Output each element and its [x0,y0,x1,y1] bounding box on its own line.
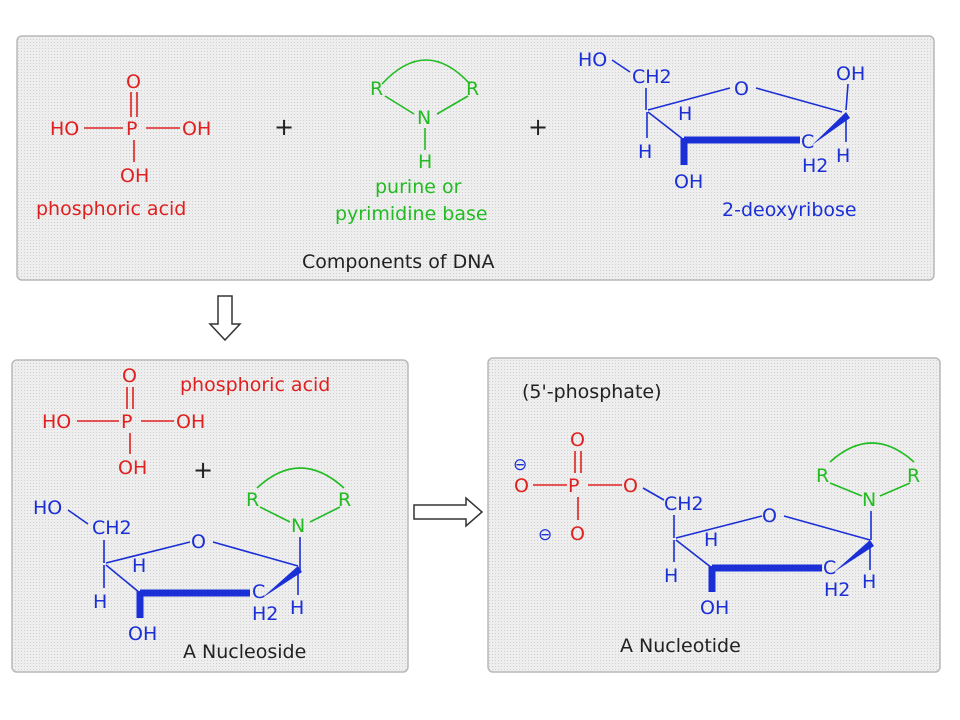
n-phosphate-o-top: O [122,365,137,387]
plus-sign-2: + [528,113,548,141]
base-r-right: R [466,78,479,100]
ns-h-inner: H [132,555,146,577]
nucleotide-caption: A Nucleotide [620,635,741,657]
sugar-oh-right: OH [836,63,865,85]
nt-n: N [862,489,876,511]
nucleoside-phosphoric-label: phosphoric acid [180,374,330,396]
nt-r-left: R [816,465,829,487]
nucleoside-structure: R R N HO CH2 O H H OH C H2 H [33,467,351,645]
ns-h-right: H [290,597,304,619]
sugar-h-right: H [836,145,850,167]
nt-ring-o: O [762,505,777,527]
n-phosphate-p: P [121,411,132,433]
nucleoside-panel-bg [11,359,409,673]
sugar-h2: H2 [802,155,828,177]
nt-minus-charge-1: ⊖ [513,455,527,475]
phosphate-ho-left: HO [50,118,79,140]
nt-h-left: H [664,565,678,587]
nt-p: P [568,475,579,497]
n-phosphate-ho: HO [42,411,71,433]
ns-r-left: R [246,489,259,511]
nt-r-right: R [907,465,920,487]
phosphate-oh-bottom: OH [120,165,149,187]
nt-o-top: O [570,429,585,451]
components-caption: Components of DNA [302,251,494,273]
components-panel: O HO P OH OH phosphoric acid + R R N H p… [16,35,935,281]
nt-h-right: H [862,571,876,593]
base-h: H [418,151,432,173]
base-n: N [417,107,431,129]
deoxyribose-label: 2-deoxyribose [722,199,857,221]
sugar-ring-o: O [734,78,749,100]
nucleotide-panel: (5'-phosphate) O ⊖ O P O ⊖ O R R N [487,357,941,673]
plus-sign-1: + [274,113,294,141]
nucleoside-phosphoric-acid: O HO P OH OH phosphoric acid [42,365,330,479]
ns-r-right: R [338,489,351,511]
sugar-c: C [801,131,814,153]
nucleoside-caption: A Nucleoside [183,641,306,663]
phosphate-o-top: O [126,71,141,93]
right-arrow-icon [413,496,484,528]
ns-n: N [291,515,305,537]
down-arrow-icon [208,295,242,342]
nt-ch2: CH2 [664,493,704,515]
nucleoside-panel: O HO P OH OH phosphoric acid + R R N HO [11,359,409,673]
ns-ho: HO [33,497,62,519]
n-phosphate-oh-right: OH [176,411,205,433]
ns-c: C [252,581,265,603]
deoxyribose-structure: HO CH2 O OH H H OH C H2 H 2-deoxyribose [578,49,865,221]
base-structure: R R N H purine or pyrimidine base [335,59,488,225]
nt-o-left: O [514,475,529,497]
nt-o-bottom: O [570,523,585,545]
sugar-h-left: H [638,141,652,163]
base-label-line1: purine or [375,176,462,198]
ns-oh: OH [128,623,157,645]
nt-o-bridge: O [623,475,638,497]
nt-oh: OH [700,597,729,619]
nt-c: C [823,557,836,579]
nucleotide-phosphate: O ⊖ O P O ⊖ O [513,429,665,545]
components-panel-bg [16,35,935,281]
sugar-ch2: CH2 [632,66,672,88]
ns-h2: H2 [252,603,278,625]
phosphate-p: P [126,118,137,140]
phosphate-oh-right: OH [182,118,211,140]
ns-ring-o: O [191,531,206,553]
sugar-h-inner: H [678,103,692,125]
nt-h2: H2 [824,579,850,601]
phosphoric-acid-structure: O HO P OH OH phosphoric acid [36,71,211,220]
ns-ch2: CH2 [92,517,132,539]
sugar-oh-bottom: OH [674,171,703,193]
base-r-left: R [370,78,383,100]
base-label-line2: pyrimidine base [335,203,488,225]
phosphoric-acid-label: phosphoric acid [36,198,186,220]
five-prime-phosphate-label: (5'-phosphate) [522,381,662,403]
nt-h-inner: H [704,529,718,551]
sugar-ho-top: HO [578,49,607,71]
nucleotide-panel-bg [487,357,941,673]
nt-minus-charge-2: ⊖ [538,525,552,545]
plus-sign-3: + [193,456,213,484]
n-phosphate-oh-bottom: OH [118,457,147,479]
nucleotide-structure: R R N CH2 O H H OH C H2 H [664,442,920,619]
ns-h-left: H [93,591,107,613]
